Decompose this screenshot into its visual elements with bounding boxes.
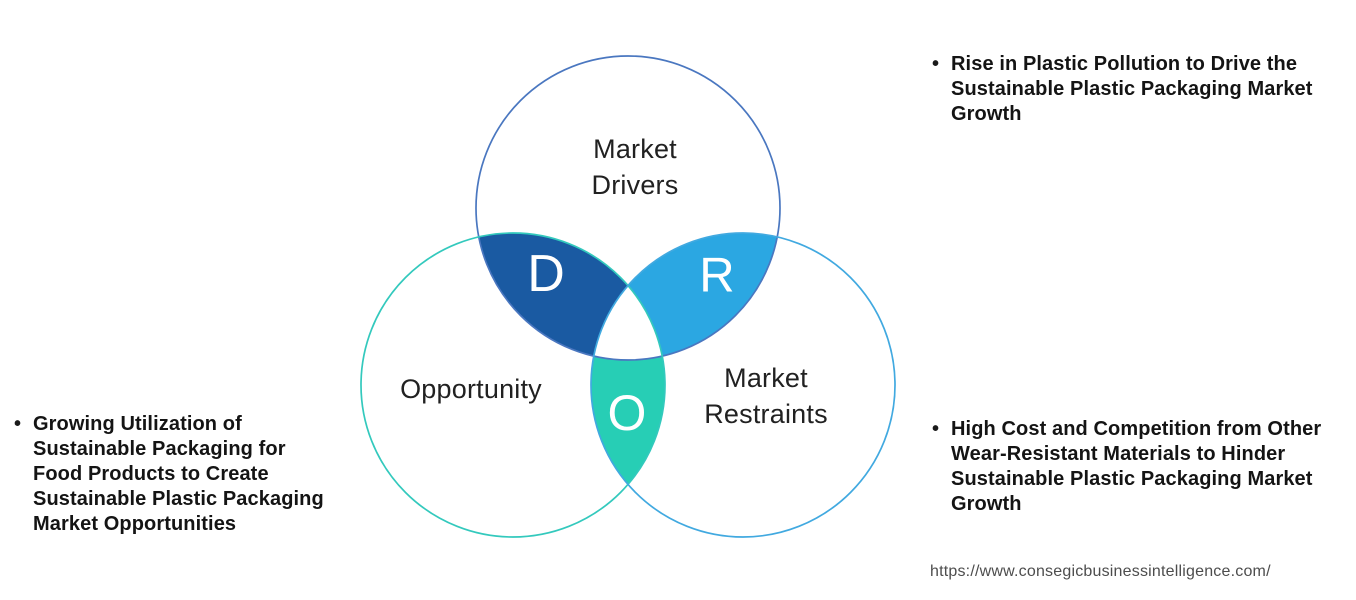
bullet-driver-text: Rise in Plastic Pollution to Drive the S… [951,53,1313,125]
bullet-opportunity-text: Growing Utilization of Sustainable Packa… [33,413,324,535]
source-url: https://www.consegicbusinessintelligence… [930,563,1271,580]
bullet-restraint-text: High Cost and Competition from Other Wea… [951,418,1322,515]
bullet-dot-icon: • [932,418,940,440]
overlap-drivers-restraints [591,233,780,360]
letter-o: O [607,385,647,441]
letter-d: D [527,245,565,303]
bullet-driver-note: • Rise in Plastic Pollution to Drive the… [932,52,1352,127]
circle-drivers-outline [475,55,781,361]
bullet-opportunity-note: • Growing Utilization of Sustainable Pac… [14,412,354,537]
circle-opportunity-outline [360,232,666,538]
bullet-dot-icon: • [932,53,940,75]
bullet-dot-icon: • [14,413,22,435]
overlap-drivers-opportunity [476,233,665,360]
label-opportunity: Opportunity [400,374,542,404]
bullet-restraint-note: • High Cost and Competition from Other W… [932,417,1352,517]
letter-r: R [699,248,735,303]
triple-overlap-center [593,285,663,360]
label-market-drivers: Market Drivers [591,134,679,200]
circle-restraints-outline [590,232,896,538]
label-market-restraints: Market Restraints [704,363,828,429]
